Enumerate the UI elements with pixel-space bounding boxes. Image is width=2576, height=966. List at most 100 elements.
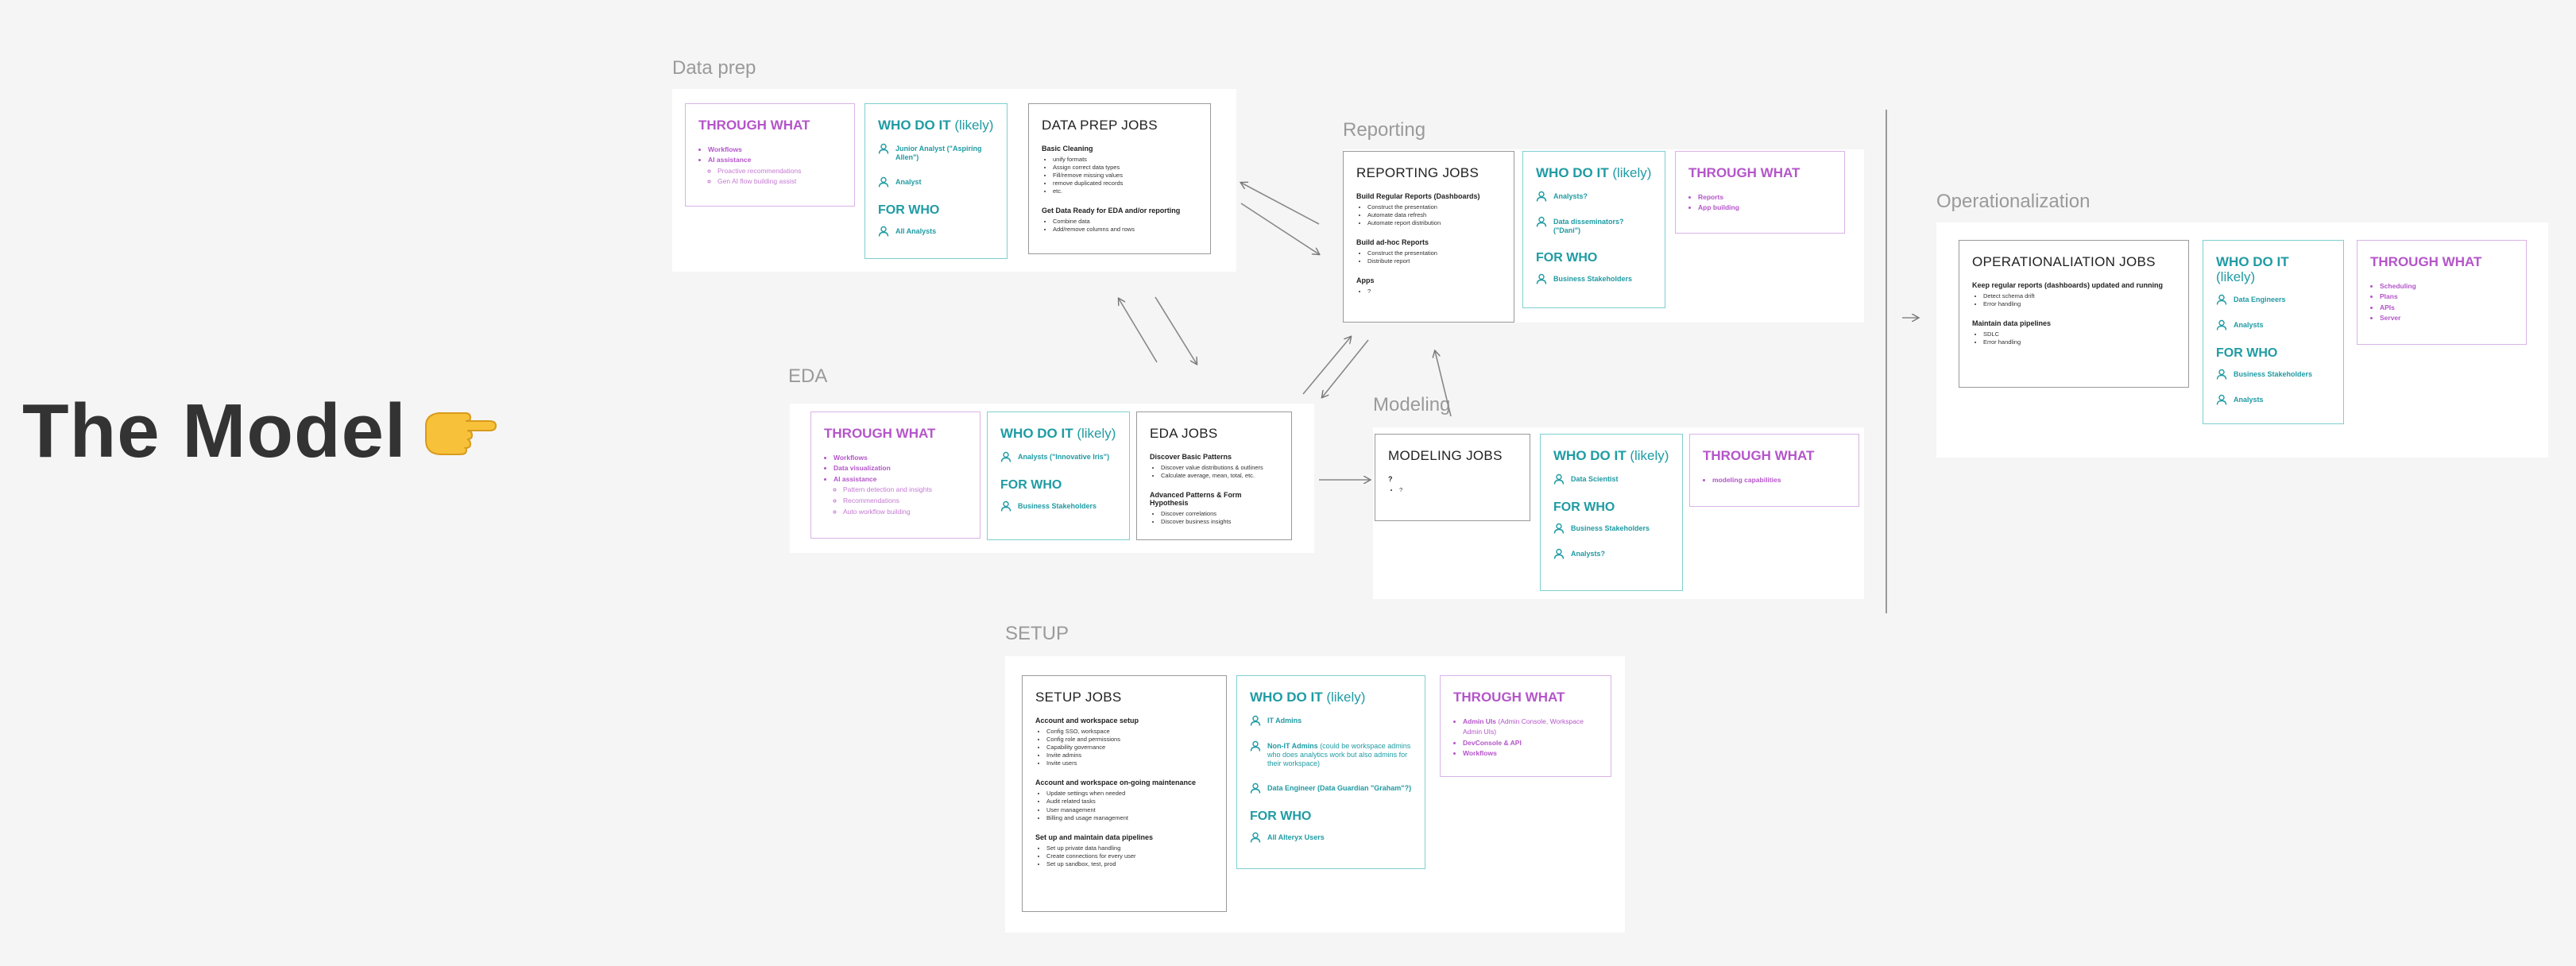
through-list: ReportsApp building [1688, 192, 1831, 214]
person-text: Business Stakeholders [1018, 502, 1097, 511]
through-item-label: Workflows [834, 453, 868, 462]
person-text: Analysts? [1571, 550, 1605, 558]
job-item: Discover correlations [1161, 510, 1278, 518]
through-title: THROUGH WHAT [1688, 165, 1800, 180]
person-entry: Business Stakeholders [1536, 273, 1652, 284]
person-text: Analysts [2234, 396, 2264, 404]
person-text: IT Admins [1267, 717, 1302, 725]
data-prep-through-card: THROUGH WHAT WorkflowsAI assistanceProac… [685, 103, 855, 207]
pointing-hand-icon [425, 412, 497, 455]
job-item: ? [1399, 486, 1517, 494]
job-item: Invite admins [1046, 752, 1213, 759]
through-title: THROUGH WHAT [1703, 448, 1815, 463]
jobs-title: EDA JOBS [1150, 426, 1218, 441]
for-who-title: FOR WHO [2216, 346, 2278, 361]
person-text: All Alteryx Users [1267, 833, 1325, 842]
job-item-list: Update settings when neededAudit related… [1035, 790, 1213, 822]
reporting-jobs-card: REPORTING JOBS Build Regular Reports (Da… [1343, 151, 1514, 323]
job-item: unify formats [1053, 156, 1197, 164]
person-name: IT Admins [1267, 716, 1302, 724]
through-subitem: Auto workflow building [843, 507, 967, 518]
person-text: Analysts ("Innovative Iris") [1018, 453, 1109, 462]
job-item: Set up sandbox, test, prod [1046, 860, 1213, 868]
modeling-label: Modeling [1373, 394, 1451, 415]
job-item: Discover business insights [1161, 518, 1278, 526]
job-item-list: Construct the presentationDistribute rep… [1356, 249, 1501, 265]
reporting-label: Reporting [1343, 119, 1426, 141]
person-name: Non-IT Admins [1267, 741, 1318, 750]
person-note: (could be workspace admins who does anal… [1267, 741, 1411, 768]
arrow-eda-to-reporting [1302, 337, 1351, 395]
job-item: Fill/remove missing values [1053, 172, 1197, 180]
through-item: modeling capabilities [1712, 475, 1846, 486]
setup-label: SETUP [1005, 623, 1069, 644]
person-text: Junior Analyst ("Aspiring Allen") [895, 145, 994, 163]
person-text: Data Scientist [1571, 475, 1619, 484]
through-item: Scheduling [2380, 281, 2513, 292]
through-item: Data visualization [834, 463, 967, 474]
through-item: App building [1698, 203, 1831, 214]
job-group-title: Get Data Ready for EDA and/or reporting [1042, 207, 1181, 215]
through-title: THROUGH WHAT [2370, 254, 2482, 269]
person-entry: Analysts? [1553, 548, 1669, 559]
eda-jobs-card: EDA JOBS Discover Basic PatternsDiscover… [1136, 412, 1292, 540]
person-entry: Data Engineer (Data Guardian "Graham"?) [1250, 783, 1412, 794]
job-item: Automate report distribution [1367, 219, 1501, 227]
person-name: Analysts [2234, 321, 2264, 330]
person-icon [1553, 523, 1565, 534]
reporting-who-card: WHO DO IT (likely)Analysts?Data dissemin… [1522, 151, 1665, 308]
job-item: ? [1367, 288, 1501, 296]
through-item: AI assistancePattern detection and insig… [834, 474, 967, 517]
job-group-title: Maintain data pipelines [1972, 319, 2052, 327]
through-item-label: Plans [2380, 292, 2398, 301]
person-entry: Analysts ("Innovative Iris") [1000, 451, 1116, 462]
job-item: Distribute report [1367, 257, 1501, 265]
person-entry: Data Scientist [1553, 473, 1669, 485]
person-text: Data Engineers [2234, 296, 2286, 304]
arrow-reporting-to-eda [1322, 339, 1369, 397]
through-item-label: Server [2380, 314, 2401, 323]
job-group-title: Build Regular Reports (Dashboards) [1356, 191, 1480, 200]
through-item: AI assistanceProactive recommendationsGe… [708, 155, 841, 187]
who-title: WHO DO IT (likely) [1536, 165, 1652, 181]
who-likely: (likely) [2216, 269, 2256, 284]
person-icon [1250, 715, 1261, 726]
job-item-list: Construct the presentationAutomate data … [1356, 203, 1501, 227]
person-icon [1536, 273, 1547, 284]
person-icon [878, 176, 889, 187]
eda-through-card: THROUGH WHAT WorkflowsData visualization… [810, 412, 981, 539]
data-prep-who-card: WHO DO IT (likely)Junior Analyst ("Aspir… [864, 103, 1008, 259]
person-name: Analysts ("Innovative Iris") [1018, 452, 1110, 461]
person-icon [1000, 500, 1011, 512]
person-entry: Business Stakeholders [1553, 523, 1669, 534]
job-item: remove duplicated records [1053, 180, 1197, 187]
through-title: THROUGH WHAT [1453, 690, 1565, 705]
job-item: Construct the presentation [1367, 203, 1501, 211]
job-group-title: Account and workspace on-going maintenan… [1035, 779, 1197, 787]
setup-jobs-card: SETUP JOBS Account and workspace setupCo… [1022, 675, 1227, 912]
through-item: Server [2380, 313, 2513, 324]
who-title: WHO DO IT (likely) [2216, 254, 2330, 284]
job-item: Create connections for every user [1046, 852, 1213, 860]
job-item: SDLC [1983, 330, 2176, 338]
who-likely: (likely) [954, 118, 994, 133]
eda-label: EDA [788, 365, 828, 387]
through-item-note: (Admin Console, Workspace Admin UIs) [1463, 717, 1584, 736]
job-group-title: Build ad-hoc Reports [1356, 238, 1429, 247]
through-item-label: Admin UIs [1463, 717, 1497, 725]
person-name: Data Engineers [2234, 296, 2286, 304]
through-subitem: Recommendations [843, 496, 967, 507]
through-item-label: Scheduling [2380, 281, 2416, 290]
job-item: etc. [1053, 187, 1197, 195]
through-subitem: Pattern detection and insights [843, 485, 967, 496]
who-title: WHO DO IT (likely) [1000, 426, 1116, 442]
person-text: Business Stakeholders [1553, 275, 1632, 284]
for-who-title: FOR WHO [1553, 500, 1615, 514]
through-item: Admin UIs (Admin Console, Workspace Admi… [1463, 717, 1598, 738]
modeling-jobs-card: MODELING JOBS ?? [1375, 434, 1530, 521]
person-icon [2216, 369, 2227, 380]
arrow-dataprep-to-reporting [1240, 203, 1319, 254]
job-item: Automate data refresh [1367, 211, 1501, 219]
